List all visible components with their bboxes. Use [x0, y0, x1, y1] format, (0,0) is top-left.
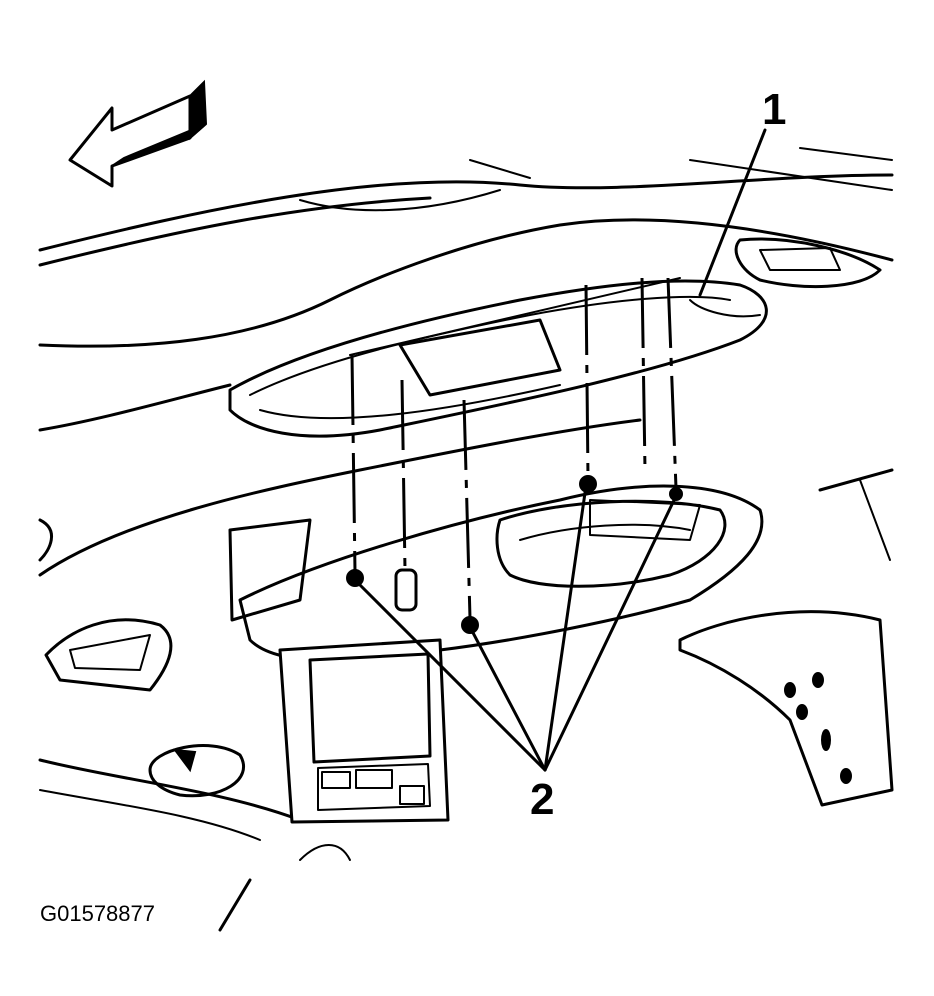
overhead-console [228, 475, 764, 662]
leader-lines [353, 128, 767, 772]
figure-id: G01578877 [40, 901, 155, 926]
callout-1-label: 1 [762, 85, 786, 134]
vent-outlet [44, 618, 245, 798]
front-direction-arrow-icon [68, 79, 208, 188]
roof-rail-bracket [678, 468, 894, 807]
video-display-screen [278, 638, 450, 824]
alignment-lines [349, 277, 681, 619]
callout-2-label: 2 [530, 775, 554, 824]
roof-console-opening [228, 237, 882, 438]
headliner-outline [38, 147, 894, 932]
